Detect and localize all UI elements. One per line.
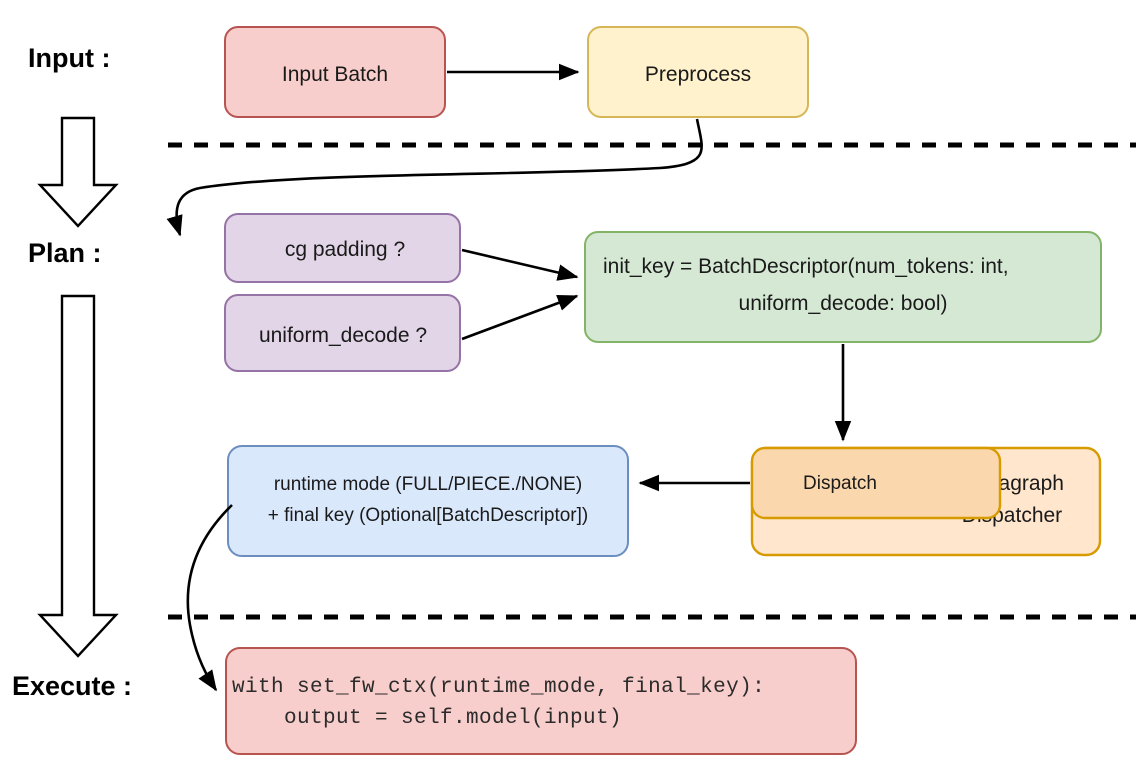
- node-init-key-line2: uniform_decode: bool): [739, 292, 948, 315]
- stage-label-input: Input :: [28, 43, 110, 73]
- node-runtime-mode-box: [227, 445, 629, 557]
- node-uniform-decode[interactable]: uniform_decode ?: [224, 294, 461, 372]
- node-input-batch[interactable]: Input Batch: [224, 26, 446, 118]
- node-execute-code-line2: output = self.model(input): [232, 707, 622, 730]
- node-cg-padding-label: cg padding ?: [285, 238, 405, 261]
- stage-label-plan: Plan :: [28, 238, 102, 268]
- node-preprocess-label: Preprocess: [645, 63, 751, 86]
- node-execute-code-line1: with set_fw_ctx(runtime_mode, final_key)…: [232, 676, 765, 699]
- node-runtime-mode-line2: + final key (Optional[BatchDescriptor]): [268, 505, 589, 526]
- node-preprocess[interactable]: Preprocess: [587, 26, 809, 118]
- node-uniform-decode-label: uniform_decode ?: [259, 324, 427, 347]
- node-dispatch-label: Dispatch: [803, 473, 877, 494]
- node-execute-code-box: [225, 647, 857, 755]
- node-preprocess-box: [587, 26, 809, 118]
- node-execute-code[interactable]: with set_fw_ctx(runtime_mode, final_key)…: [225, 647, 857, 755]
- node-init-key-line1: init_key = BatchDescriptor(num_tokens: i…: [603, 255, 1009, 278]
- node-init-key-box: [584, 231, 1102, 343]
- block-arrow-plan-to-execute: [37, 294, 119, 658]
- node-cg-padding-box: [224, 213, 461, 283]
- node-input-batch-box: [224, 26, 446, 118]
- stage-label-execute: Execute :: [12, 671, 132, 701]
- edge-preprocess-to-plan: [166, 118, 703, 237]
- node-runtime-mode[interactable]: runtime mode (FULL/PIECE./NONE) + final …: [227, 445, 629, 557]
- edge-runtime-mode-to-execute: [186, 504, 233, 692]
- node-uniform-decode-box: [224, 294, 461, 372]
- node-input-batch-label: Input Batch: [282, 63, 388, 86]
- node-cg-padding[interactable]: cg padding ?: [224, 213, 461, 283]
- node-init-key[interactable]: init_key = BatchDescriptor(num_tokens: i…: [584, 231, 1102, 343]
- node-runtime-mode-line1: runtime mode (FULL/PIECE./NONE): [274, 474, 582, 495]
- edge-uniform-decode-to-init-key: [461, 294, 579, 341]
- edge-cg-padding-to-init-key: [461, 248, 579, 281]
- node-dispatch-box: [750, 446, 1002, 520]
- node-dispatch[interactable]: Dispatch: [750, 446, 1002, 520]
- block-arrow-input-to-plan: [37, 116, 119, 228]
